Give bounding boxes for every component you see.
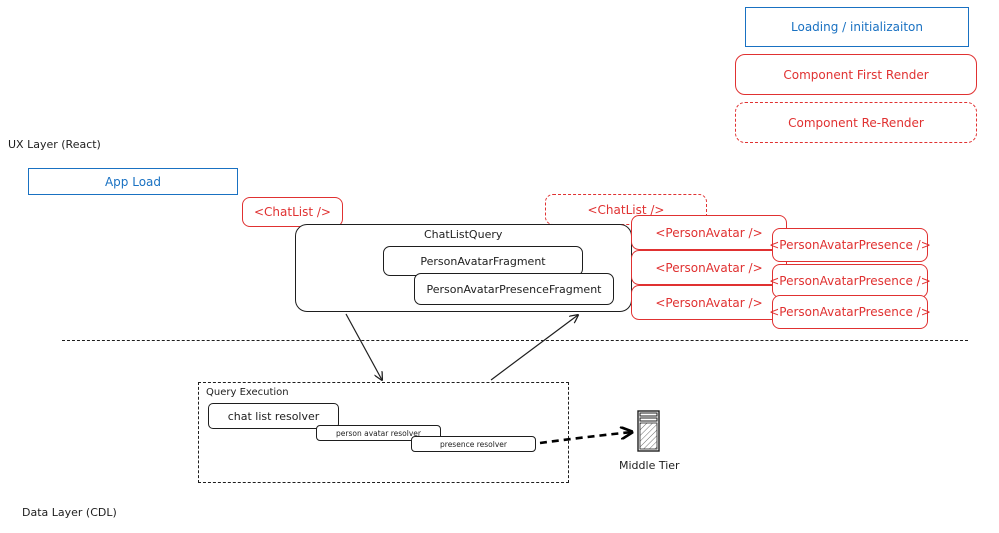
person-avatar-fragment: PersonAvatarFragment xyxy=(383,246,583,276)
legend-first-render-label: Component First Render xyxy=(783,67,929,82)
person-avatar-2-label: <PersonAvatar /> xyxy=(655,260,763,275)
legend-re-render-label: Component Re-Render xyxy=(788,115,924,130)
chatlist-first-render: <ChatList /> xyxy=(242,197,343,227)
person-avatar-1: <PersonAvatar /> xyxy=(631,215,787,250)
app-load-label: App Load xyxy=(104,174,162,189)
chatlist-query-title: ChatListQuery xyxy=(424,228,503,241)
layer-divider xyxy=(62,340,968,341)
person-avatar-presence-2: <PersonAvatarPresence /> xyxy=(769,264,931,298)
person-avatar-presence-2-label: <PersonAvatarPresence /> xyxy=(769,274,931,288)
app-load-box: App Load xyxy=(28,168,238,195)
middle-tier-label: Middle Tier xyxy=(619,459,680,472)
data-layer-label: Data Layer (CDL) xyxy=(22,506,117,519)
person-avatar-resolver-label: person avatar resolver xyxy=(336,428,421,438)
chatlist-first-render-label: <ChatList /> xyxy=(254,205,331,219)
ux-layer-label: UX Layer (React) xyxy=(8,138,101,151)
legend-loading-box: Loading / initializaiton xyxy=(745,7,969,47)
chat-list-resolver-label: chat list resolver xyxy=(227,409,320,423)
query-execution-title: Query Execution xyxy=(206,387,289,398)
legend-re-render-box: Component Re-Render xyxy=(735,102,977,143)
person-avatar-3-label: <PersonAvatar /> xyxy=(655,295,763,310)
person-avatar-3: <PersonAvatar /> xyxy=(631,285,787,320)
server-icon xyxy=(637,410,660,452)
chatlist-re-render: <ChatList /> xyxy=(545,194,707,225)
person-avatar-presence-3-label: <PersonAvatarPresence /> xyxy=(769,305,931,319)
legend-loading-label: Loading / initializaiton xyxy=(791,20,923,34)
person-avatar-presence-1-label: <PersonAvatarPresence /> xyxy=(769,238,931,252)
presence-resolver-label: presence resolver xyxy=(440,439,507,449)
chatlist-re-render-label: <ChatList /> xyxy=(587,202,665,217)
person-avatar-1-label: <PersonAvatar /> xyxy=(655,225,763,240)
person-avatar-2: <PersonAvatar /> xyxy=(631,250,787,285)
person-avatar-resolver: person avatar resolver xyxy=(316,425,441,441)
person-avatar-presence-fragment-label: PersonAvatarPresenceFragment xyxy=(426,282,602,296)
chat-list-resolver: chat list resolver xyxy=(208,403,339,429)
query-down-arrow xyxy=(345,313,382,380)
person-avatar-fragment-label: PersonAvatarFragment xyxy=(420,254,546,268)
presence-resolver: presence resolver xyxy=(411,436,536,452)
person-avatar-presence-fragment: PersonAvatarPresenceFragment xyxy=(414,273,614,305)
query-up-arrow xyxy=(490,315,578,381)
legend-first-render-box: Component First Render xyxy=(735,54,977,95)
person-avatar-presence-3: <PersonAvatarPresence /> xyxy=(769,295,931,329)
person-avatar-presence-1: <PersonAvatarPresence /> xyxy=(769,228,931,262)
